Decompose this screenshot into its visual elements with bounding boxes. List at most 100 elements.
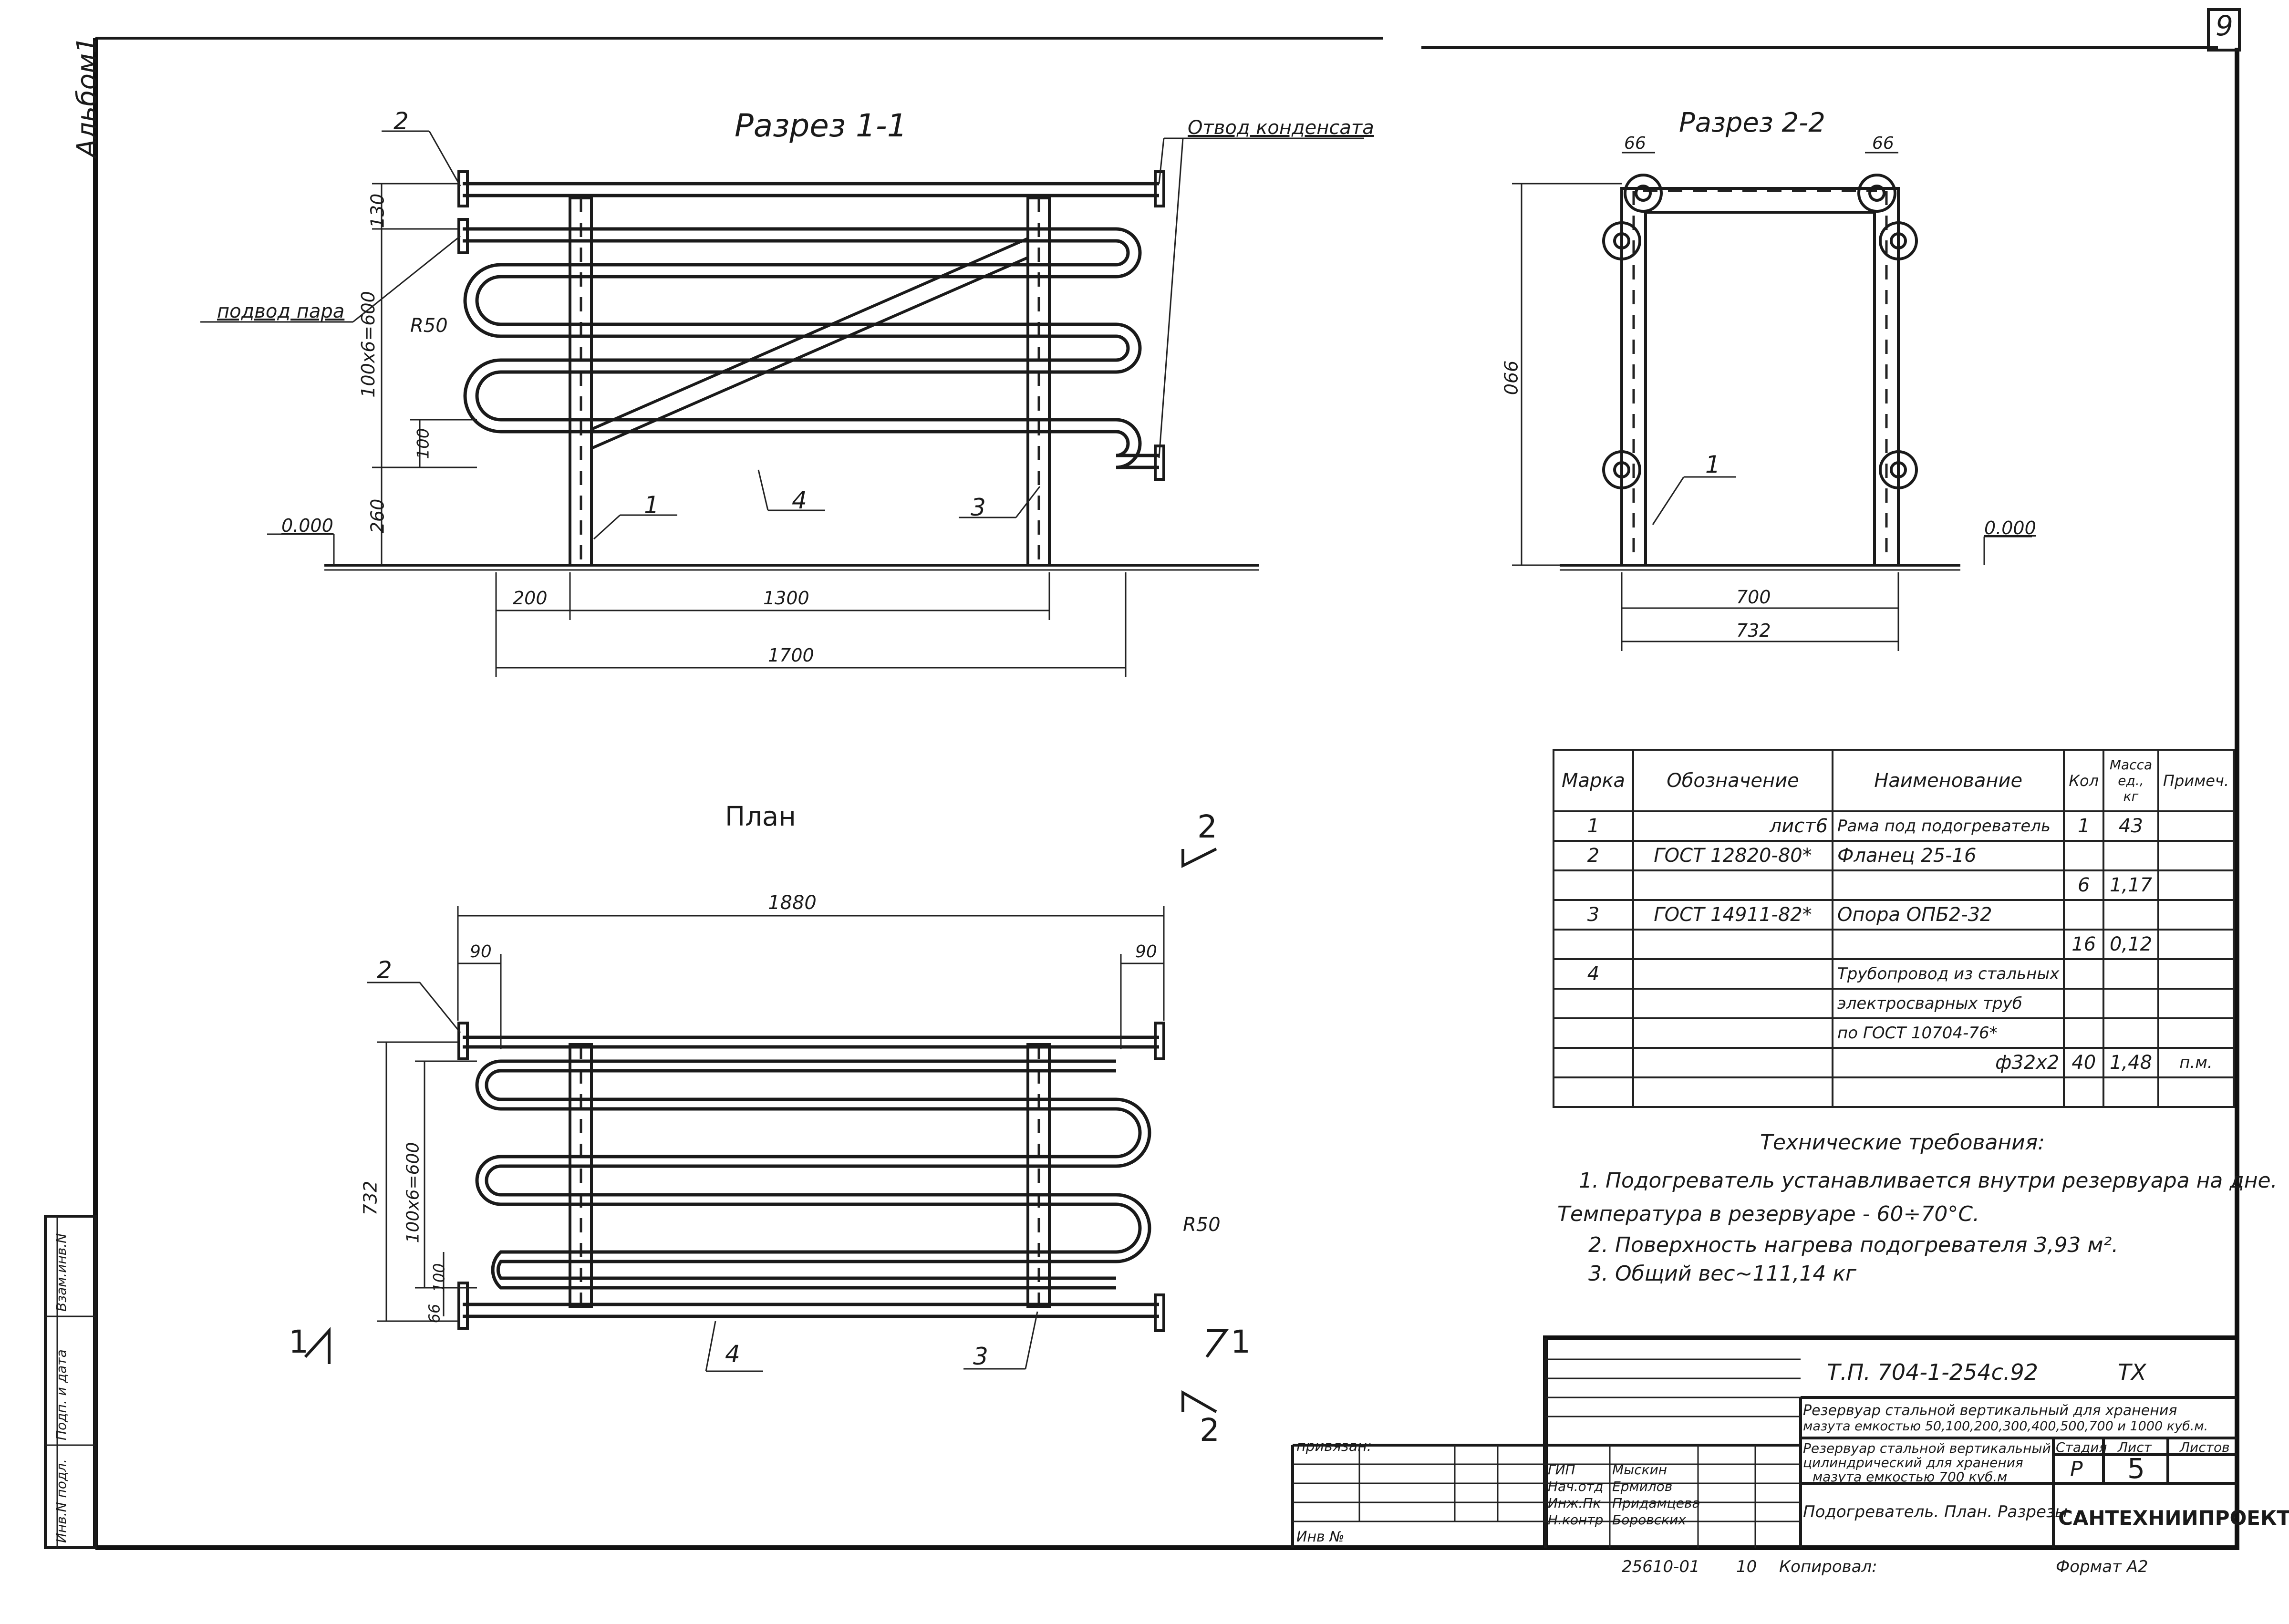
dim-732-plan: 732	[360, 1180, 381, 1216]
requirements-line-1: 1. Подогреватель устанавливается внутри …	[1579, 1169, 2278, 1193]
bound-label: привязан:	[1296, 1438, 1372, 1455]
dim-90b: 90	[1135, 942, 1157, 962]
object-name-line-2: цилиндрический для хранения	[1803, 1455, 2023, 1470]
table-cell	[2063, 1076, 2105, 1108]
table-cell	[1552, 869, 1635, 901]
object-name-line-3: мазута емкостью 700 куб.м	[1813, 1469, 2008, 1485]
mark-1-1: 1	[644, 491, 659, 519]
table-cell: ф32х2	[1832, 1047, 2065, 1078]
table-cell: 1,48	[2103, 1047, 2159, 1078]
dim-260: 260	[367, 498, 388, 534]
dim-90a: 90	[470, 942, 492, 962]
table-cell	[1632, 869, 1834, 901]
table-cell: 4	[1552, 958, 1635, 990]
radius-label: R50	[410, 315, 448, 337]
header-cell: Марка	[1552, 749, 1635, 812]
table-row: 4 Трубопровод из стальных	[1552, 958, 2235, 990]
table-cell	[2063, 840, 2105, 871]
drawing-code: Т.П. 704-1-254с.92	[1827, 1359, 2039, 1385]
table-cell: 6	[2063, 869, 2105, 901]
header-cell: Примеч.	[2157, 749, 2235, 812]
table-cell: 43	[2103, 810, 2159, 842]
requirements-title: Технические требования:	[1760, 1130, 2045, 1155]
table-cell: 3	[1552, 899, 1635, 931]
header-cell: Кол	[2063, 749, 2105, 812]
title-block-grid	[1291, 1335, 2239, 1550]
table-cell	[1552, 1047, 1635, 1078]
name-2: Ермилов	[1612, 1479, 1673, 1494]
table-cell	[1832, 929, 2065, 960]
stamp-inv-label: Инв.N подл.	[53, 1458, 69, 1543]
mark-1-4: 4	[792, 486, 807, 514]
copied-label: Копировал:	[1779, 1557, 1877, 1576]
mark-plan-2: 2	[377, 956, 392, 984]
table-cell: 16	[2063, 929, 2105, 960]
table-cell	[1632, 958, 1834, 990]
table-cell: п.м.	[2157, 1047, 2235, 1078]
cut-1-left: 1	[289, 1324, 309, 1360]
name-1: Мыскин	[1612, 1462, 1668, 1478]
album-label: Альбом1	[72, 36, 103, 157]
dim-600: 100х6=600	[357, 291, 379, 398]
specification-table: Марка Обозначение Наименование Кол Масса…	[1552, 749, 2235, 1108]
role-4: Н.контр	[1548, 1512, 1604, 1528]
mark-2-1: 1	[1705, 451, 1720, 478]
stage-label: Стадия	[2056, 1439, 2107, 1455]
table-cell	[2103, 899, 2159, 931]
dim-1700: 1700	[768, 645, 814, 666]
table-cell	[2103, 1076, 2159, 1108]
dim-700: 700	[1736, 587, 1771, 608]
cut-2-top: 2	[1197, 808, 1217, 845]
requirements-line-3: 2. Поверхность нагрева подогревателя 3,9…	[1588, 1233, 2119, 1257]
header-cell: Обозначение	[1632, 749, 1834, 812]
cut-1-right: 1	[1231, 1324, 1251, 1360]
footer-number: 25610-01	[1622, 1557, 1700, 1576]
dim-600-plan: 100х6=600	[403, 1142, 423, 1243]
format-label: Формат А2	[2056, 1557, 2148, 1576]
table-cell	[1832, 869, 2065, 901]
table-row	[1552, 1076, 2235, 1108]
role-1: ГИП	[1548, 1462, 1575, 1478]
table-cell	[2157, 840, 2235, 871]
header-cell: Наименование	[1832, 749, 2065, 812]
table-cell: Трубопровод из стальных	[1832, 958, 2065, 990]
table-cell	[1552, 988, 1635, 1019]
mark-1-2: 2	[394, 107, 409, 135]
footer-sheet: 10	[1736, 1557, 1757, 1576]
plan-title: План	[725, 801, 796, 832]
table-cell	[2157, 899, 2235, 931]
name-4: Боровских	[1612, 1512, 1686, 1528]
section-2-2-drawing	[1512, 152, 2032, 651]
stamp-replace-label: Взам.инв.N	[53, 1233, 69, 1312]
dim-66a: 66	[1624, 134, 1646, 153]
table-cell	[2157, 1017, 2235, 1049]
object-name-line-1: Резервуар стальной вертикальный	[1803, 1440, 2051, 1456]
table-cell: ГОСТ 14911-82*	[1632, 899, 1834, 931]
role-2: Нач.отд	[1548, 1479, 1604, 1494]
table-row: по ГОСТ 10704-76*	[1552, 1017, 2235, 1049]
table-cell	[1632, 1076, 1834, 1108]
dim-100-plan: 100	[430, 1263, 448, 1293]
inv-label: Инв №	[1296, 1529, 1345, 1545]
dim-66b: 66	[1872, 134, 1894, 153]
plan-drawing	[304, 848, 1229, 1413]
table-cell	[1632, 988, 1834, 1019]
dim-1300: 1300	[763, 588, 809, 609]
table-cell	[2103, 958, 2159, 990]
name-3: Придамцева	[1612, 1495, 1700, 1511]
dim-66-plan: 66	[425, 1303, 444, 1324]
header-cell: Масса ед., кг	[2103, 749, 2159, 812]
sheet-value: 5	[2127, 1452, 2145, 1485]
section-2-2-title: Разрез 2-2	[1679, 107, 1825, 138]
stage-value: Р	[2070, 1457, 2083, 1481]
drawing-code-suffix: ТХ	[2118, 1359, 2146, 1385]
table-cell	[2063, 1017, 2105, 1049]
condensate-label: Отвод конденсата	[1188, 117, 1374, 139]
sheets-label: Листов	[2180, 1439, 2230, 1455]
table-cell: электросварных труб	[1832, 988, 2065, 1019]
